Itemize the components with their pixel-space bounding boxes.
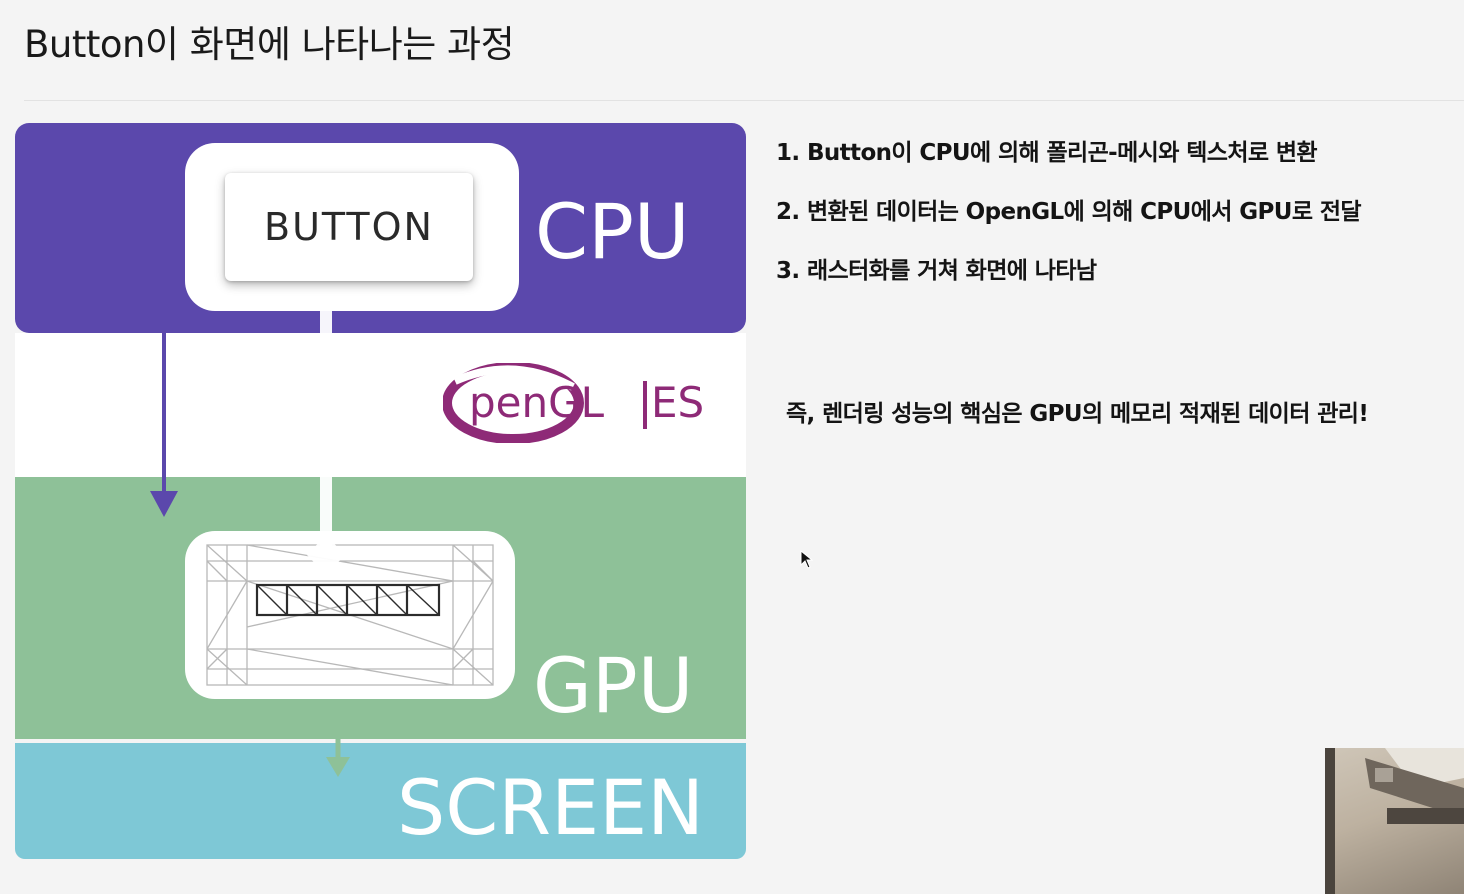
screen-band <box>15 743 746 859</box>
logo-gl-text: penGL <box>469 378 605 427</box>
gpu-label: GPU <box>533 641 694 730</box>
mouse-cursor-icon <box>800 550 814 569</box>
opengl-es-logo-icon: penGL ES <box>442 362 704 444</box>
list-item: 3. 래스터화를 거쳐 화면에 나타남 <box>776 258 1097 284</box>
gpu-mesh-card <box>185 531 515 699</box>
button-illustration: BUTTON <box>225 173 473 281</box>
rendering-pipeline-diagram: BUTTON CPU <box>15 123 747 861</box>
cpu-button-card: BUTTON <box>185 143 519 311</box>
summary-text: 즉, 렌더링 성능의 핵심은 GPU의 메모리 적재된 데이터 관리! <box>786 401 1369 427</box>
opengl-es-logo: penGL ES <box>442 362 733 444</box>
cpu-label: CPU <box>535 187 690 276</box>
webcam-scene-icon <box>1325 748 1464 894</box>
explanation-list: 1. Button이 CPU에 의해 폴리곤-메시와 텍스처로 변환 2. 변환… <box>776 134 1362 311</box>
list-item: 2. 변환된 데이터는 OpenGL에 의해 CPU에서 GPU로 전달 <box>776 199 1362 225</box>
title-divider <box>24 100 1464 101</box>
slide-title: Button이 화면에 나타나는 과정 <box>24 23 515 66</box>
webcam-preview <box>1325 748 1464 894</box>
logo-es-text: ES <box>651 378 704 427</box>
list-item: 1. Button이 CPU에 의해 폴리곤-메시와 텍스처로 변환 <box>776 140 1318 166</box>
screen-label: SCREEN <box>397 763 705 852</box>
polygon-mesh-icon <box>206 544 494 686</box>
opengl-band <box>15 333 746 478</box>
